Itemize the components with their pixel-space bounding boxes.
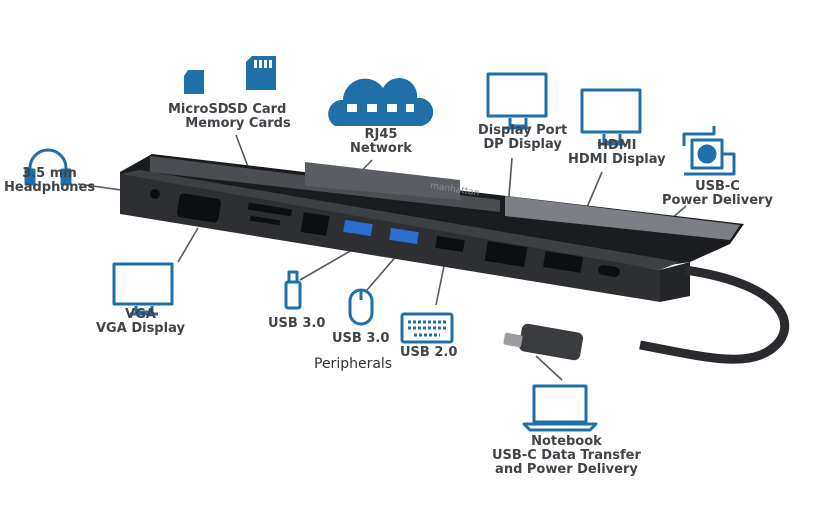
label-usbc-pd: USB-C Power Delivery xyxy=(662,180,773,208)
label-hdmi-line2: HDMI Display xyxy=(568,152,666,167)
label-usbc-pd-line1: USB-C xyxy=(695,179,740,194)
label-sdcard-line1: SD Card xyxy=(227,102,287,117)
usb-stick-icon xyxy=(284,270,302,310)
label-headphones-line1: 3.5 mm xyxy=(22,166,77,181)
label-microsd: MicroSD xyxy=(168,103,229,117)
keyboard-icon xyxy=(400,312,454,344)
label-usbc-pd-line2: Power Delivery xyxy=(662,193,773,208)
microsd-slot xyxy=(249,215,281,226)
label-displayport-line1: Display Port xyxy=(478,123,568,138)
headphone-port xyxy=(150,189,160,199)
label-displayport-line2: DP Display xyxy=(483,137,562,152)
microsd-icon xyxy=(184,70,204,94)
label-vga-line1: VGA xyxy=(125,307,156,322)
usb-3-port-1 xyxy=(343,219,373,237)
label-vga-line2: VGA Display xyxy=(96,321,185,336)
cloud-network-icon xyxy=(328,78,434,126)
headphones-icon xyxy=(24,148,72,186)
label-rj45: RJ45 Network xyxy=(350,128,412,156)
label-usb30-a: USB 3.0 xyxy=(268,316,326,331)
label-usb30-b: USB 3.0 xyxy=(332,331,390,346)
dp-port xyxy=(484,240,528,268)
usb-c-cable xyxy=(639,265,790,364)
usb-c-plug xyxy=(518,323,584,361)
display-port-monitor-icon xyxy=(486,72,548,130)
hdmi-monitor-icon xyxy=(580,88,642,146)
usb-3-port-2 xyxy=(389,227,419,245)
docking-station: manhattan xyxy=(120,154,790,364)
usbc-pd-port xyxy=(598,265,620,277)
sd-card-icon xyxy=(246,56,276,90)
label-vga: VGA VGA Display xyxy=(96,308,185,336)
label-headphones: 3.5 mm Headphones xyxy=(4,167,95,195)
rj45-port xyxy=(300,212,330,236)
label-rj45-line1: RJ45 xyxy=(364,127,398,142)
label-sdcard: SD Card Memory Cards xyxy=(182,103,294,131)
label-notebook-line2: USB-C Data Transfer xyxy=(492,448,641,463)
label-notebook: Notebook USB-C Data Transfer and Power D… xyxy=(492,435,641,477)
label-notebook-line1: Notebook xyxy=(531,434,602,449)
label-displayport: Display Port DP Display xyxy=(478,124,567,152)
vga-monitor-icon xyxy=(112,262,174,316)
label-peripherals: Peripherals xyxy=(314,356,393,372)
label-microsd-line1: MicroSD xyxy=(168,102,229,117)
label-hdmi-line1: HDMI xyxy=(597,138,637,153)
vga-port xyxy=(176,193,222,223)
label-notebook-line3: and Power Delivery xyxy=(495,462,638,477)
label-rj45-line2: Network xyxy=(350,141,412,156)
label-headphones-line2: Headphones xyxy=(4,180,96,195)
usb-2-port xyxy=(435,235,465,253)
label-hdmi: HDMI HDMI Display xyxy=(568,139,666,167)
sd-slot xyxy=(247,202,293,217)
hdmi-port xyxy=(542,251,584,273)
laptop-icon xyxy=(522,384,598,432)
label-usb20: USB 2.0 xyxy=(400,345,458,360)
mouse-icon xyxy=(348,288,374,326)
label-sdcard-line2: Memory Cards xyxy=(185,116,291,131)
power-socket-icon xyxy=(682,126,736,176)
